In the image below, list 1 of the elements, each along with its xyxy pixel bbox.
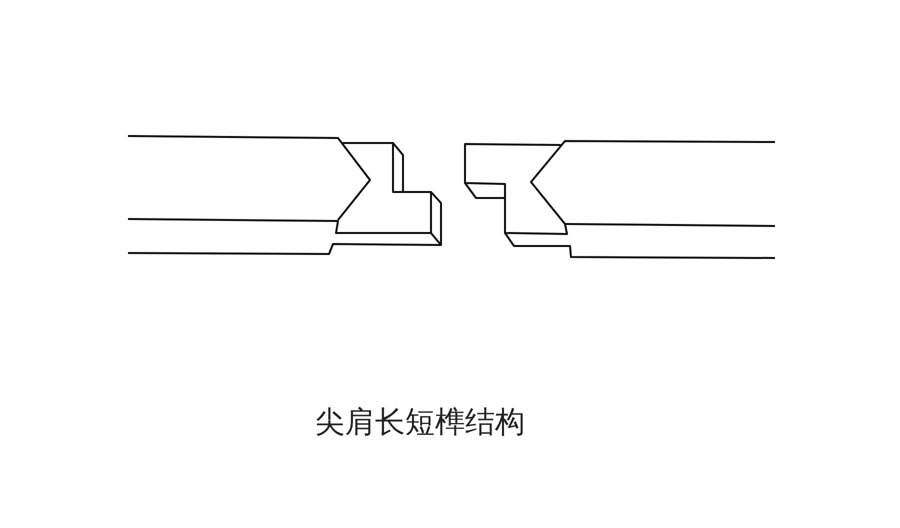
caption: 尖肩长短榫结构 bbox=[314, 404, 526, 442]
